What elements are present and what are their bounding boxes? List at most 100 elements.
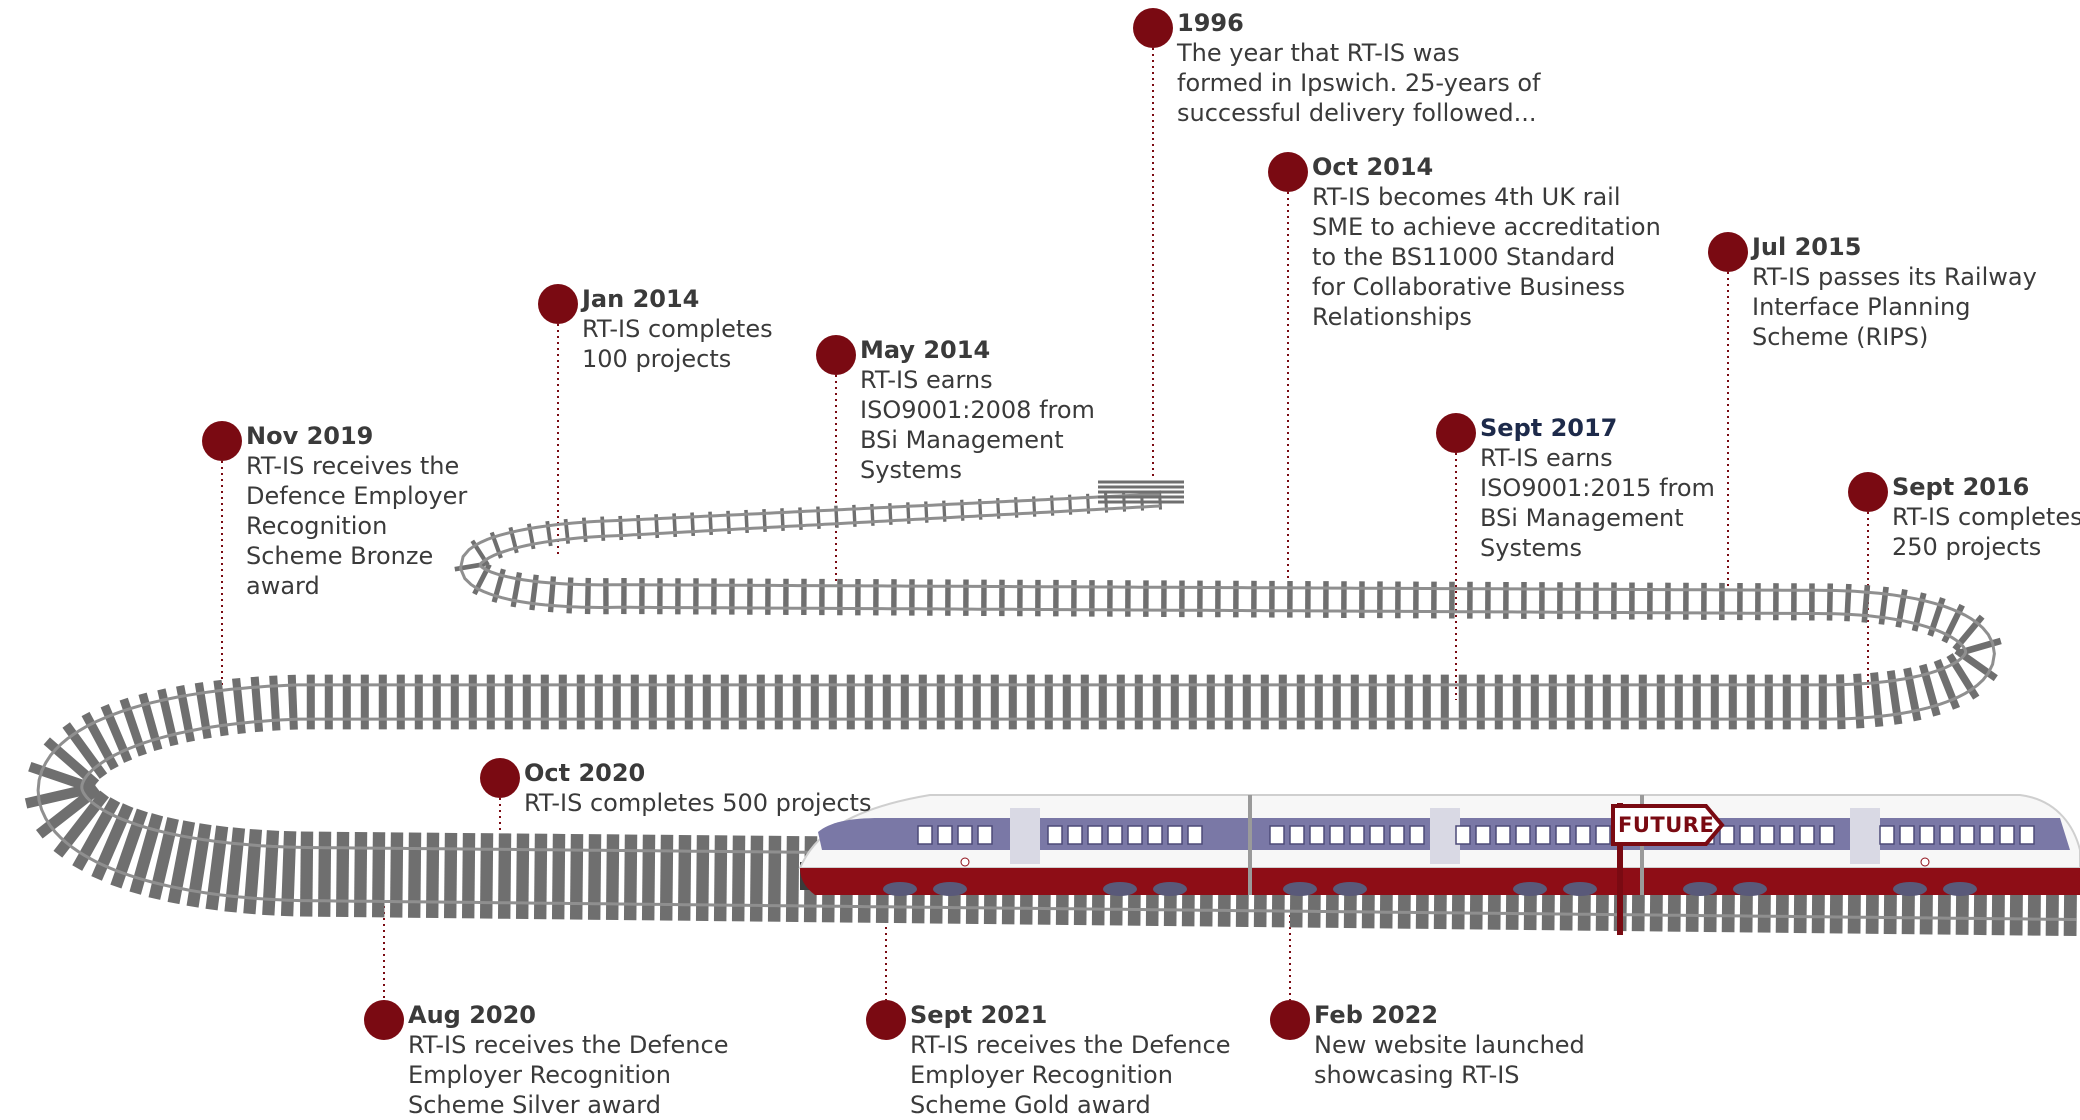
- track-sleeper: [576, 834, 577, 920]
- train-logo: [1921, 858, 1929, 866]
- track-sleeper: [756, 836, 757, 922]
- train-wheel: [1943, 882, 1977, 896]
- train-window: [1390, 826, 1404, 844]
- train-door: [1850, 808, 1880, 864]
- train-wheel: [1283, 882, 1317, 896]
- event-marker-dot: [1268, 152, 1308, 192]
- train-window: [1456, 826, 1470, 844]
- train-window: [1330, 826, 1344, 844]
- train-window: [1760, 826, 1774, 844]
- track-sleeper: [396, 832, 397, 917]
- train-window: [1556, 826, 1570, 844]
- track-sleeper: [630, 835, 631, 921]
- train-window: [1068, 826, 1082, 844]
- track-sleeper: [249, 829, 256, 913]
- track-sleeper: [486, 833, 487, 918]
- event-date: Jan 2014: [582, 284, 699, 314]
- event-description: RT-IS completes 500 projects: [524, 788, 871, 818]
- train-car-divider: [1248, 795, 1252, 895]
- train-window: [1980, 826, 1994, 844]
- train-wheel: [1563, 882, 1597, 896]
- train-wheel: [1153, 882, 1187, 896]
- train-window: [2020, 826, 2034, 844]
- future-sign-label: FUTURE: [1618, 811, 1708, 839]
- track-sleeper: [1874, 673, 1879, 727]
- train-window: [1310, 826, 1324, 844]
- train-wheel: [1893, 882, 1927, 896]
- track-sleeper: [432, 833, 433, 918]
- train-window: [1270, 826, 1284, 844]
- train-window: [1128, 826, 1142, 844]
- track-sleeper: [306, 832, 307, 917]
- track-sleeper: [684, 835, 685, 921]
- track-sleeper: [540, 834, 541, 919]
- track-sleeper: [230, 828, 239, 912]
- train-window: [1410, 826, 1424, 844]
- event-date: May 2014: [860, 335, 990, 365]
- train-window: [1088, 826, 1102, 844]
- track-sleeper: [292, 675, 294, 730]
- track-sleeper: [324, 832, 325, 917]
- track-sleeper: [236, 678, 242, 733]
- train-window: [1108, 826, 1122, 844]
- track-sleeper: [212, 826, 223, 909]
- event-marker-dot: [866, 1000, 906, 1040]
- track-sleeper: [702, 835, 703, 921]
- train-window: [1536, 826, 1550, 844]
- track-sleeper: [648, 835, 649, 921]
- event-date: Sept 2017: [1480, 413, 1617, 443]
- event-marker-dot: [816, 335, 856, 375]
- train-wheel: [1103, 882, 1137, 896]
- event-marker-dot: [1708, 232, 1748, 272]
- train-wheel: [933, 882, 967, 896]
- track-sleeper: [594, 834, 595, 920]
- event-date: Sept 2016: [1892, 472, 2029, 502]
- event-date: Oct 2014: [1312, 152, 1433, 182]
- track-sleeper: [273, 676, 276, 731]
- train-window: [1920, 826, 1934, 844]
- event-marker-dot: [1436, 413, 1476, 453]
- train-window: [1596, 826, 1610, 844]
- train-window: [1370, 826, 1384, 844]
- event-date: Aug 2020: [408, 1000, 536, 1030]
- event-marker-dot: [480, 758, 520, 798]
- train-window: [1148, 826, 1162, 844]
- event-date: Nov 2019: [246, 421, 373, 451]
- train-window: [1290, 826, 1304, 844]
- train-window: [938, 826, 952, 844]
- train-wheel: [1333, 882, 1367, 896]
- train-window: [2000, 826, 2014, 844]
- train-window: [918, 826, 932, 844]
- track-sleeper: [558, 834, 559, 919]
- track-sleeper: [774, 836, 775, 922]
- train-window: [1516, 826, 1530, 844]
- event-date: 1996: [1177, 8, 1244, 38]
- track-sleeper: [1840, 674, 1841, 729]
- train-wheel: [883, 882, 917, 896]
- train-window: [1476, 826, 1490, 844]
- track-sleeper: [468, 833, 469, 918]
- train-window: [1168, 826, 1182, 844]
- track-sleeper: [612, 834, 613, 920]
- train-wheel: [1733, 882, 1767, 896]
- event-date: Feb 2022: [1314, 1000, 1438, 1030]
- train-window: [1940, 826, 1954, 844]
- train-window: [1800, 826, 1814, 844]
- event-marker-dot: [364, 1000, 404, 1040]
- track-sleeper: [1857, 674, 1860, 728]
- track-sleeper: [522, 834, 523, 919]
- train-door: [1010, 808, 1040, 864]
- train-window: [1880, 826, 1894, 844]
- train-window: [1900, 826, 1914, 844]
- event-marker-dot: [202, 421, 242, 461]
- event-date: Jul 2015: [1752, 232, 1861, 262]
- event-marker-dot: [1133, 8, 1173, 48]
- track-sleeper: [504, 833, 505, 918]
